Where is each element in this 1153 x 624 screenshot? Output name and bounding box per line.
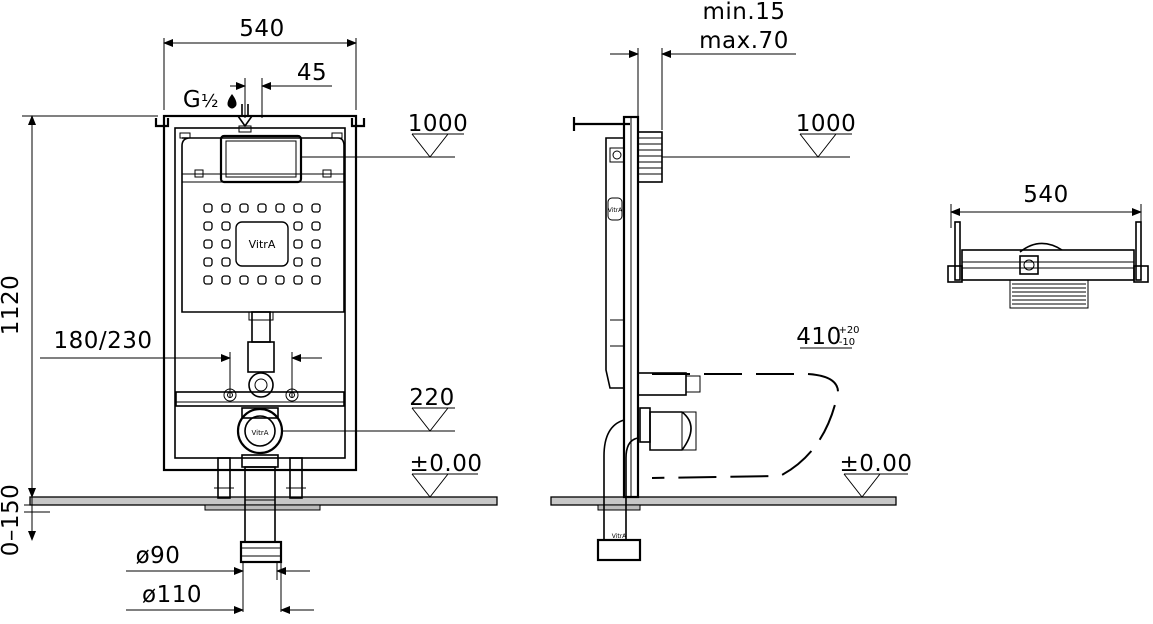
top-view: 540 — [947, 182, 1149, 309]
floor-slab — [29, 496, 498, 506]
cistern-tank: VitrA — [179, 132, 345, 313]
spacing-dim: 180/230 — [53, 328, 152, 354]
front-width-dim: 540 — [239, 16, 284, 42]
mounting-frame — [154, 114, 366, 499]
offset-dim: 45 — [297, 60, 327, 86]
svg-text:VitrA: VitrA — [608, 207, 623, 214]
side-level-1000: 1000 — [796, 111, 857, 137]
side-min-dim: min.15 — [703, 0, 786, 25]
top-width-dim: 540 — [1023, 182, 1068, 208]
side-tol-plus: +20 — [838, 325, 859, 336]
side-floor-slab — [550, 496, 897, 506]
dia-110-dim: ø110 — [142, 582, 202, 608]
svg-text:VitrA: VitrA — [612, 533, 627, 540]
brand-logo: VitrA — [249, 238, 276, 251]
side-max-dim: max.70 — [699, 28, 789, 54]
svg-text:VitrA: VitrA — [252, 429, 269, 437]
dia-90-dim: ø90 — [136, 543, 181, 569]
front-level-zero: ±0.00 — [410, 451, 483, 477]
water-drop-icon — [227, 94, 237, 109]
drain-pipe: VitrA — [223, 311, 299, 564]
side-view: VitrA VitrA min.15 max.70 1000 410 +20 -… — [550, 0, 913, 562]
thread-fraction: ½ — [201, 91, 219, 112]
floor-range-dim: 0–150 — [0, 484, 24, 557]
side-level-zero: ±0.00 — [840, 451, 913, 477]
front-view: VitrA VitrA 540 — [0, 16, 498, 614]
height-dim: 1120 — [0, 275, 24, 336]
side-tol-minus: -10 — [839, 337, 855, 348]
front-level-220: 220 — [409, 385, 454, 411]
front-level-1000: 1000 — [408, 111, 469, 137]
thread-label: G — [183, 87, 201, 113]
side-level-410: 410 — [796, 324, 841, 350]
